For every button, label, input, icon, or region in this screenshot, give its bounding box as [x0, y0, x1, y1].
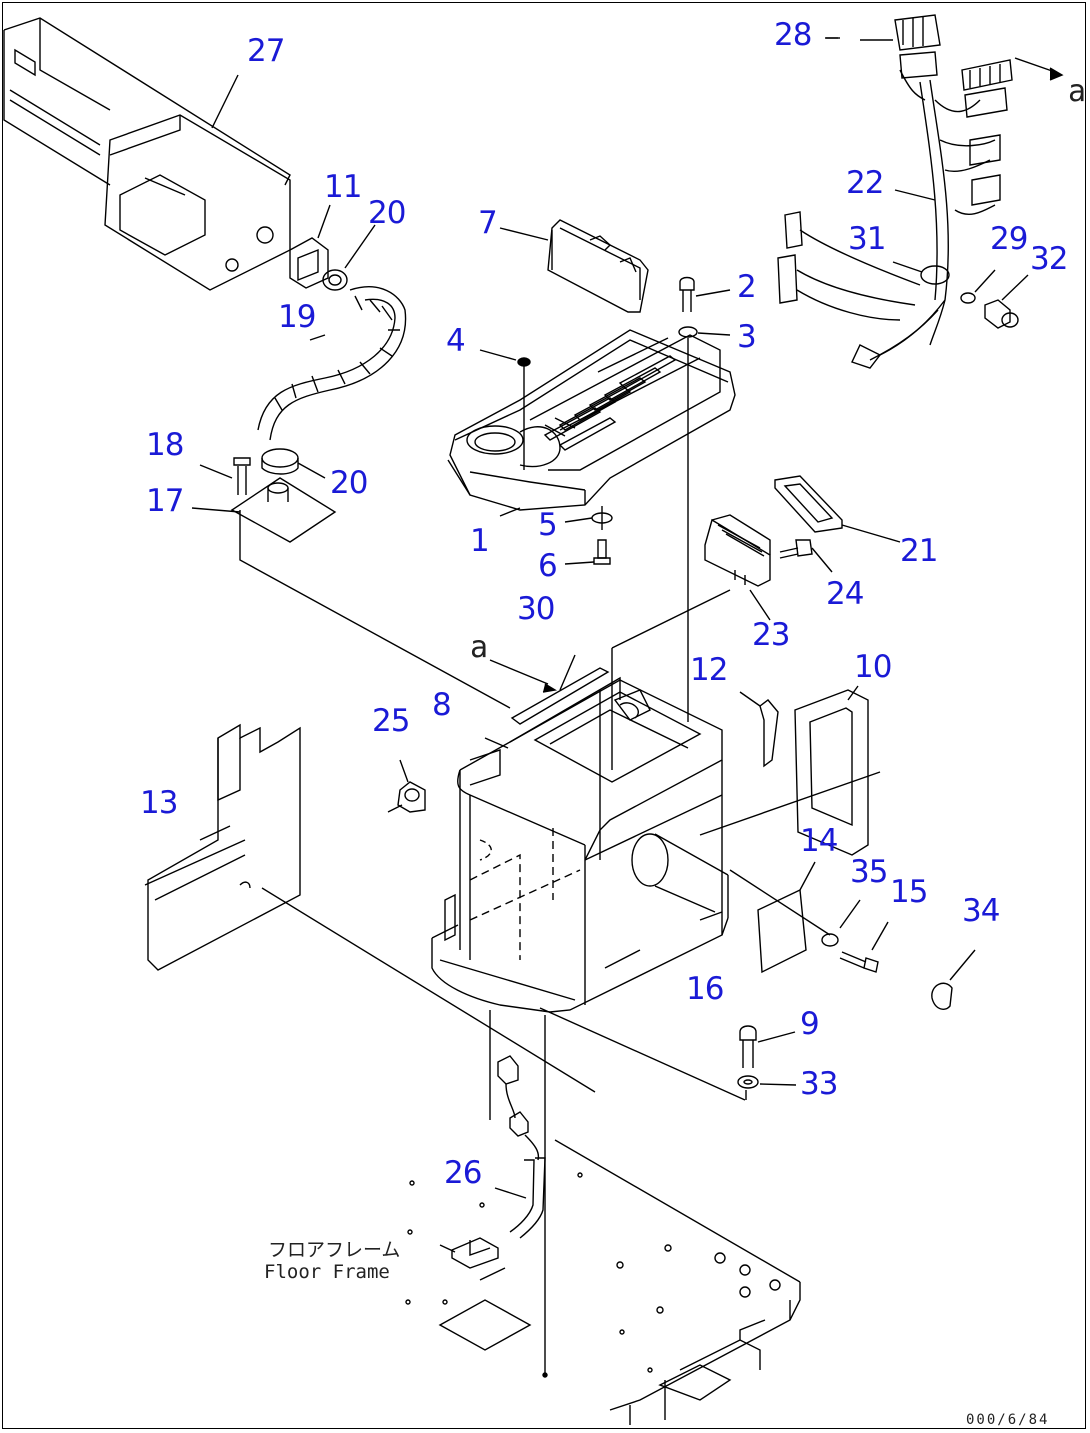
- callout-13: 13: [140, 785, 178, 821]
- callout-15: 15: [890, 874, 928, 910]
- callout-31: 31: [848, 221, 886, 257]
- part-25-clamp: [387, 759, 426, 813]
- floor-frame-label-jp: フロアフレーム: [268, 1239, 401, 1261]
- part-10-frame: [794, 685, 869, 856]
- callout-29: 29: [990, 221, 1028, 257]
- callout-2: 2: [737, 269, 757, 305]
- drawing-number: 000/6/84: [966, 1412, 1050, 1428]
- callout-28: 28: [774, 17, 812, 53]
- part-9-bolt: [739, 1025, 796, 1068]
- callout-32: 32: [1030, 241, 1068, 277]
- callout-25: 25: [372, 703, 410, 739]
- part-21-gasket: [774, 475, 901, 543]
- part-5-washer: [564, 506, 613, 530]
- callout-17: 17: [146, 483, 184, 519]
- connector-cluster-left: [777, 211, 921, 321]
- floor-frame: [405, 1172, 801, 1425]
- callout-18: 18: [146, 427, 184, 463]
- part-2-screw: [679, 276, 731, 312]
- callout-30: 30: [517, 591, 555, 627]
- callout-4: 4: [446, 323, 466, 359]
- callout-8: 8: [432, 687, 452, 723]
- callout-19: 19: [278, 299, 316, 335]
- part-20-upper-clamp: [322, 224, 376, 291]
- callout-27: 27: [247, 33, 285, 69]
- phantom-lines: [261, 589, 881, 1378]
- callout-7: 7: [478, 205, 498, 241]
- part-28-connectors: [825, 14, 941, 79]
- part-11: [289, 204, 331, 289]
- part-1-console-top: [447, 329, 736, 517]
- callout-6: 6: [538, 548, 558, 584]
- callout-26: 26: [444, 1155, 482, 1191]
- part-26-cable: [439, 1055, 546, 1269]
- callout-21: 21: [900, 533, 938, 569]
- callout-14: 14: [800, 823, 838, 859]
- part-12-bracket: [739, 691, 779, 768]
- part-29-washer: [960, 269, 996, 304]
- part-20-lower-clamp: [261, 448, 326, 479]
- part-31-clip: [892, 261, 950, 285]
- part-8-console-body: [431, 676, 729, 1013]
- part-17-plate: [191, 477, 511, 709]
- callout-24: 24: [826, 576, 864, 612]
- callout-22: 22: [846, 165, 884, 201]
- part-13-panel: [144, 723, 301, 971]
- callout-20-upper: 20: [368, 195, 406, 231]
- part-35-washer: [821, 899, 861, 947]
- callout-3: 3: [737, 319, 757, 355]
- part-4-plug: [479, 349, 531, 470]
- reference-mark-a-mid: a: [470, 630, 489, 665]
- part-32-nut: [984, 274, 1029, 329]
- callout-5: 5: [538, 507, 558, 543]
- callout-10: 10: [854, 649, 892, 685]
- part-30-bar: [489, 654, 610, 725]
- connector-cluster-right: [961, 57, 1064, 206]
- part-33-washer: [737, 1075, 797, 1100]
- callout-20-lower: 20: [330, 465, 368, 501]
- part-15-bolt: [839, 921, 889, 973]
- callout-11: 11: [324, 169, 362, 205]
- callout-1: 1: [470, 523, 490, 559]
- part-23-switch-box: [704, 514, 771, 621]
- part-6-screw: [564, 539, 611, 565]
- callout-34: 34: [962, 893, 1000, 929]
- part-34-grommet: [931, 949, 976, 1010]
- callout-33: 33: [800, 1066, 838, 1102]
- part-18-bolt: [199, 457, 251, 495]
- callout-9: 9: [800, 1006, 820, 1042]
- part-27-panel: [3, 17, 291, 291]
- part-3-washer: [678, 326, 731, 338]
- reference-mark-a-top: a: [1068, 74, 1087, 109]
- leader-27: [211, 74, 239, 129]
- part-24-bolt: [779, 539, 833, 573]
- floor-frame-label-en: Floor Frame: [264, 1261, 390, 1283]
- callout-16: 16: [686, 971, 724, 1007]
- part-14-plate: [757, 861, 816, 974]
- callout-12: 12: [690, 652, 728, 688]
- part-7-lid: [499, 219, 649, 313]
- callout-35: 35: [850, 854, 888, 890]
- callout-23: 23: [752, 617, 790, 653]
- part-19-hose: [257, 286, 407, 441]
- part-22-harness: [851, 69, 996, 369]
